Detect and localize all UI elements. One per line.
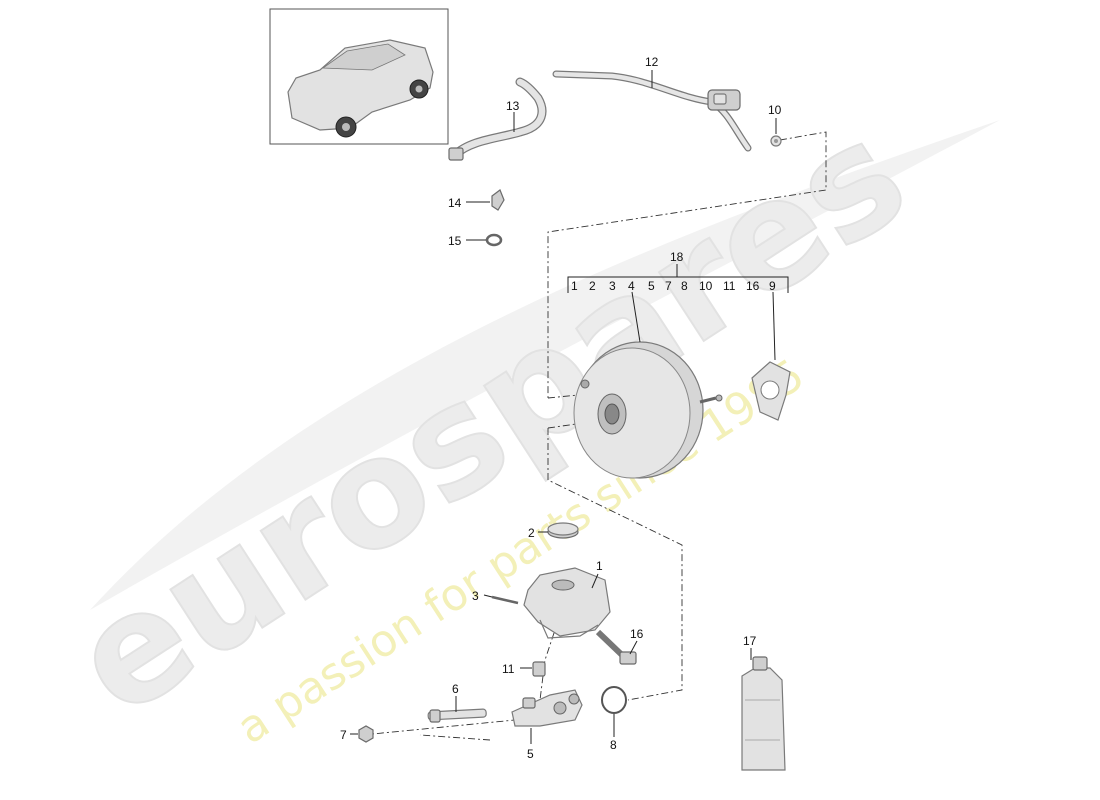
- car-icon: [287, 39, 434, 131]
- hose-clamp-15: [485, 233, 503, 247]
- callout-15: 15: [448, 234, 462, 248]
- callout-16: 16: [630, 627, 644, 641]
- kit-item: 11: [723, 279, 736, 293]
- callout-8: 8: [610, 738, 617, 752]
- nut-7: [358, 725, 374, 743]
- callout-17: 17: [743, 634, 757, 648]
- kit-item: 7: [665, 279, 672, 293]
- nut-10: [770, 135, 782, 147]
- callout-13: 13: [506, 99, 520, 113]
- kit-item: 5: [648, 279, 655, 293]
- seal-11: [532, 661, 546, 677]
- watermark-brand: eurospares: [45, 88, 935, 750]
- kit-item: 9: [769, 279, 776, 293]
- vacuum-hose-13: [448, 77, 547, 161]
- kit-item: 8: [681, 279, 688, 293]
- vehicle-thumbnail: [269, 8, 449, 145]
- brake-fluid-bottle-17: [741, 656, 786, 771]
- kit-item: 1: [571, 279, 578, 293]
- callout-11: 11: [502, 662, 515, 676]
- kit-item: 3: [609, 279, 616, 293]
- leader-lines: [350, 70, 789, 744]
- o-ring-8: [601, 686, 627, 714]
- callout-6: 6: [452, 682, 459, 696]
- kit-item: 10: [699, 279, 713, 293]
- callouts: 13 12 10 14 15 18 1 2 3 4 5 7 8 10 11 16…: [340, 55, 782, 761]
- callout-18: 18: [670, 250, 684, 264]
- kit-item: 4: [628, 279, 635, 293]
- callout-2: 2: [528, 526, 535, 540]
- callout-10: 10: [768, 103, 782, 117]
- brake-booster-4: [573, 341, 723, 479]
- callout-1: 1: [596, 559, 603, 573]
- vacuum-line-12: [552, 70, 752, 152]
- callout-14: 14: [448, 196, 462, 210]
- master-cylinder-5: [511, 689, 583, 727]
- callout-7: 7: [340, 728, 347, 742]
- callout-5: 5: [527, 747, 534, 761]
- sensor-16: [595, 629, 637, 665]
- kit-item: 16: [746, 279, 760, 293]
- kit-item: 2: [589, 279, 596, 293]
- clip-14: [491, 189, 505, 211]
- brake-fluid-reservoir-1: [523, 567, 611, 639]
- callout-12: 12: [645, 55, 659, 69]
- callout-3: 3: [472, 589, 479, 603]
- kit-18-list: 1 2 3 4 5 7 8 10 11 16 9: [571, 279, 776, 293]
- pin-3: [491, 595, 519, 605]
- cap-2: [547, 522, 579, 539]
- pushrod-6: [427, 708, 487, 723]
